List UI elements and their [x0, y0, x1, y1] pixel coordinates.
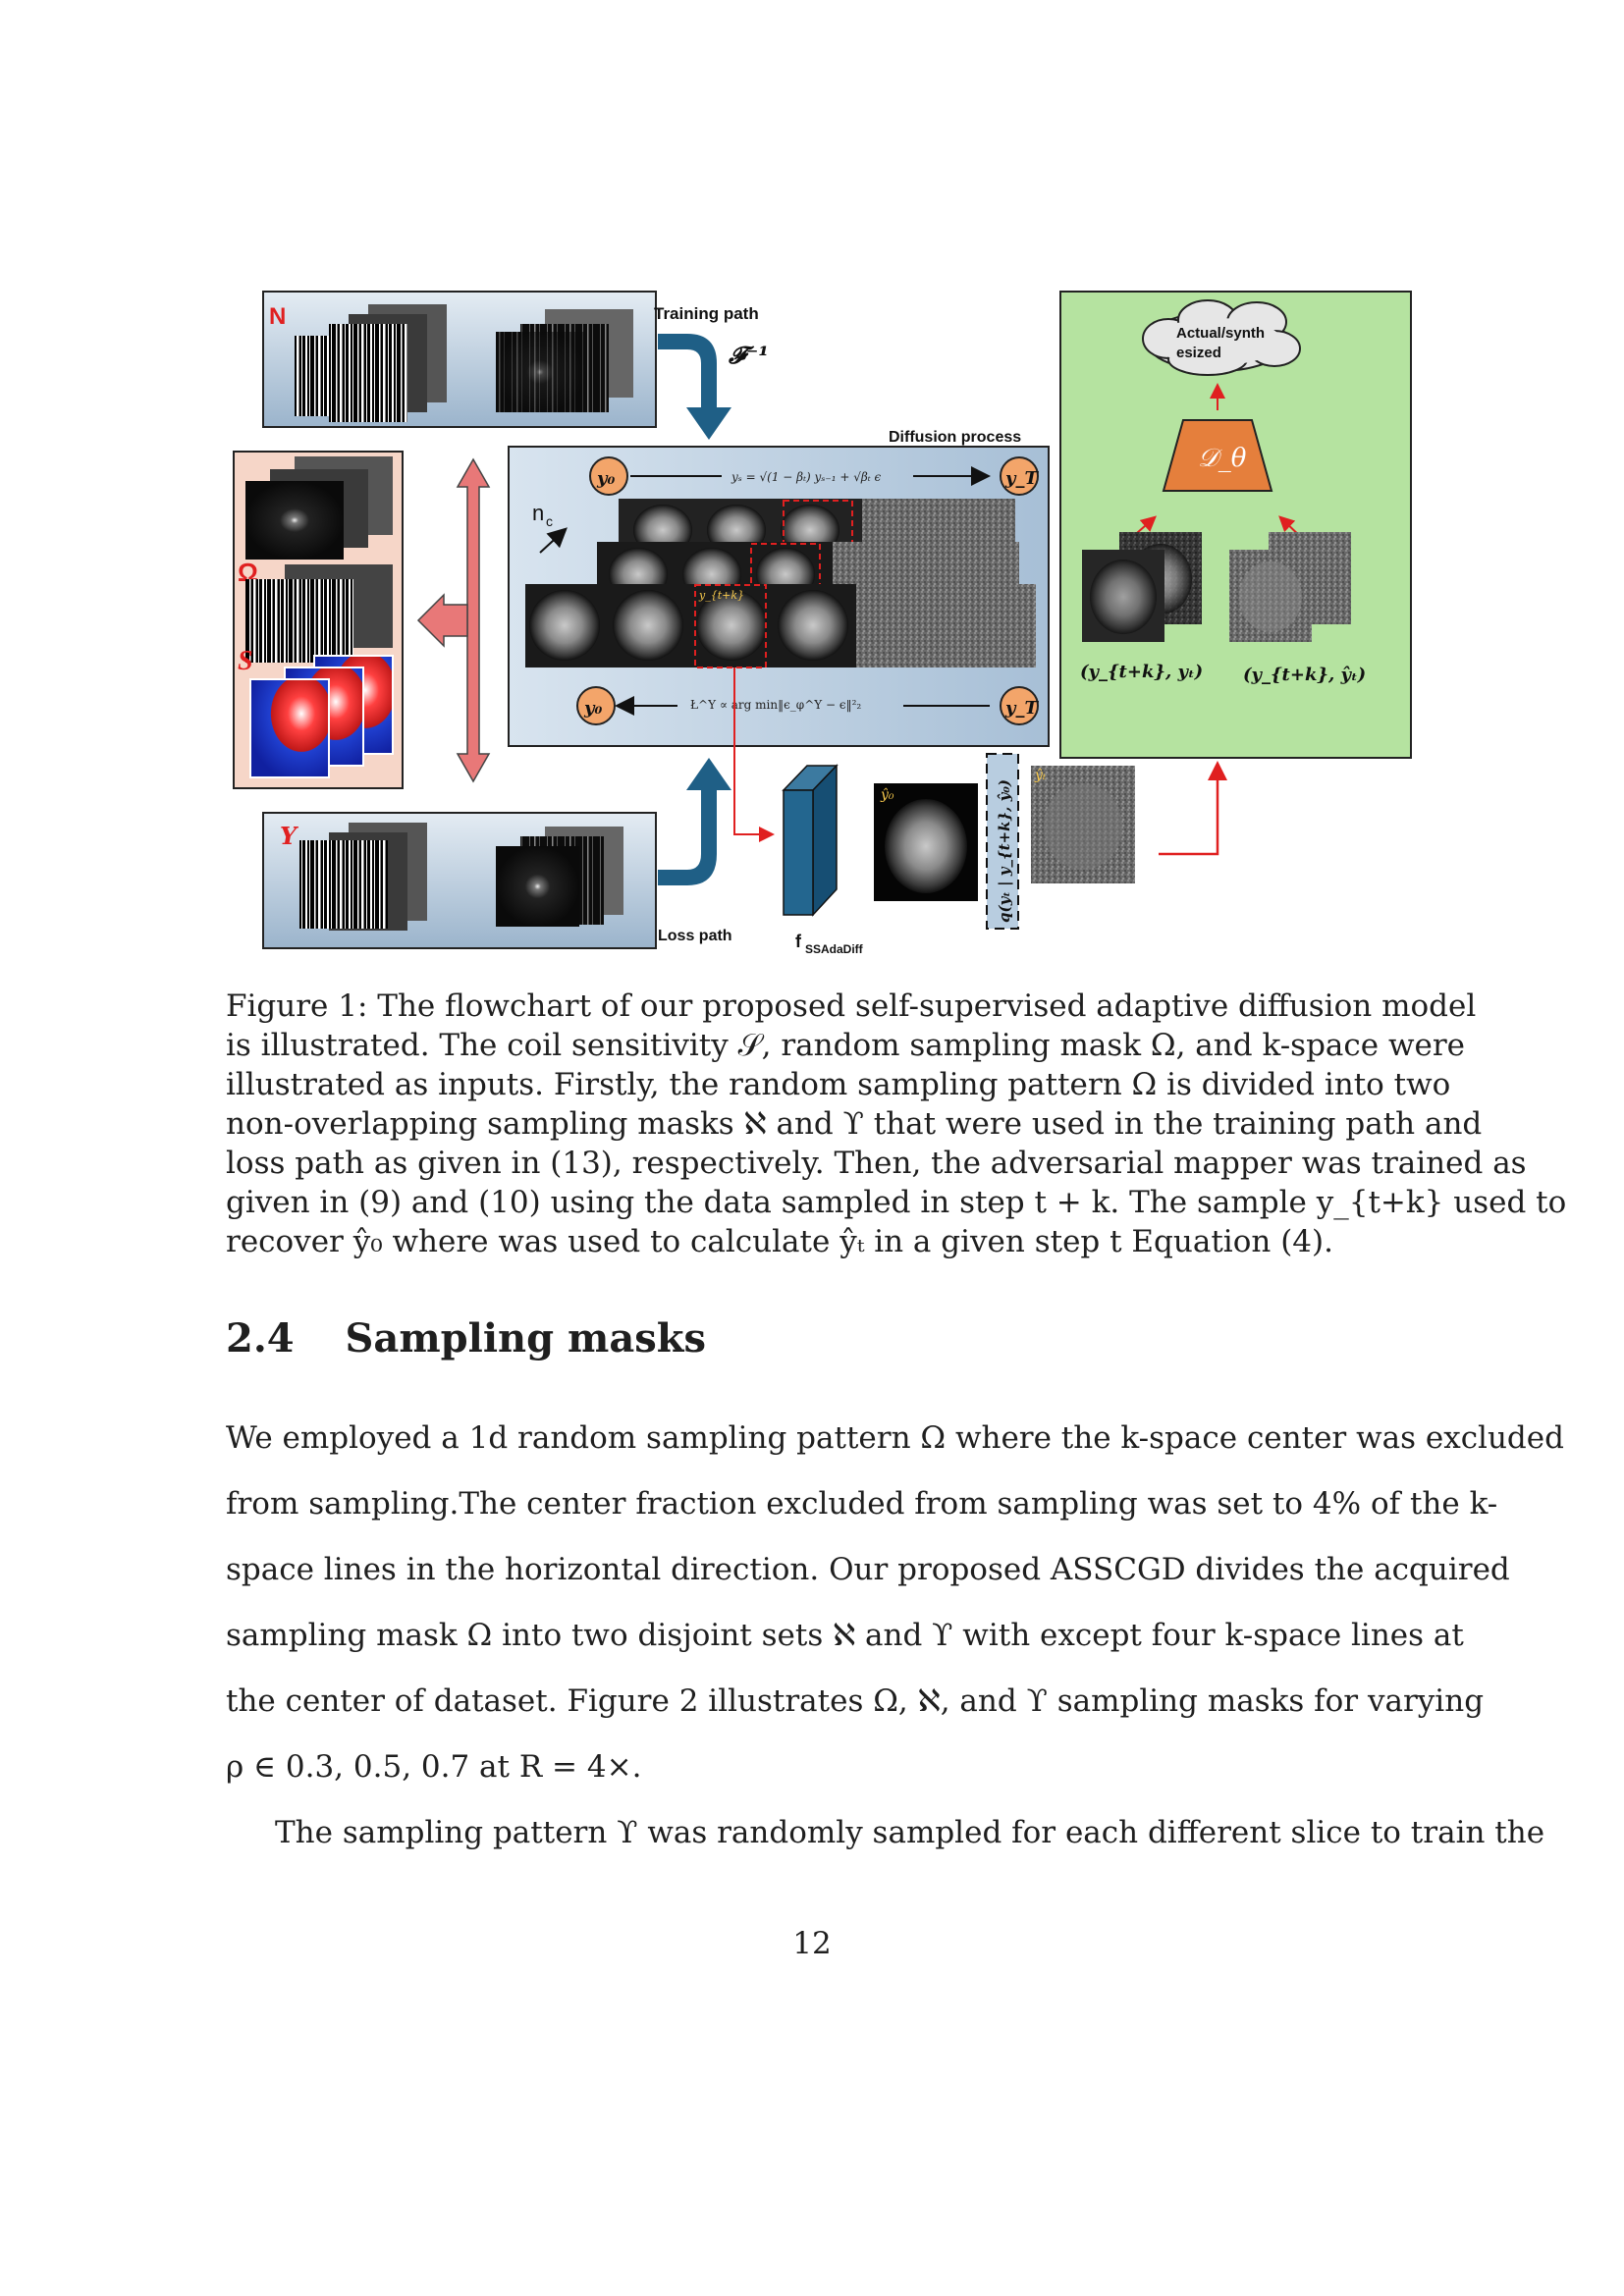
nc-sub: c: [546, 513, 553, 529]
y0-hat-tag: ŷ₀: [880, 786, 894, 803]
upsilon-mask-panel: Υ: [262, 812, 657, 949]
pair-real-label: (y_{t+k}, yₜ): [1080, 662, 1203, 682]
discriminator-label: 𝒟_θ: [1198, 444, 1247, 473]
flowchart-svg: N Training path 𝓕⁻¹ Ω S Diffusion proces…: [226, 285, 1416, 962]
omega-s-panel: Ω S: [233, 451, 404, 789]
output-cloud: Actual/synth esized: [1142, 299, 1301, 376]
nc-label: n: [532, 501, 544, 525]
yT-top: y_T: [1004, 468, 1039, 489]
caption-line: given in (9) and (10) using the data sam…: [226, 1185, 1567, 1220]
n-mask-panel: N: [262, 291, 657, 428]
body-line: sampling mask Ω into two disjoint sets ℵ…: [226, 1618, 1464, 1653]
page-number: 12: [792, 1926, 832, 1961]
upsilon-label: Υ: [280, 822, 299, 850]
caption-line: loss path as given in (13), respectively…: [226, 1146, 1527, 1181]
loss-path-arrow: [658, 758, 731, 885]
f-label: f: [795, 932, 802, 951]
s-label: S: [238, 646, 253, 676]
q-box: [986, 753, 1019, 930]
caption-line: illustrated as inputs. Firstly, the rand…: [226, 1067, 1451, 1102]
f-ssadadiff-block: f SSAdaDiff: [782, 764, 864, 956]
loss-path-label: Loss path: [658, 928, 732, 944]
red-connector: [733, 667, 775, 842]
body-line: ρ ∈ 0.3, 0.5, 0.7 at R = 4×.: [226, 1749, 642, 1785]
diffusion-panel: Diffusion process y₀ yₛ = √(1 − βₜ) yₛ₋₁…: [508, 429, 1050, 747]
yt-hat-tag: ŷₜ: [1034, 767, 1047, 783]
body-line: space lines in the horizontal direction.…: [226, 1552, 1510, 1587]
caption-line: Figure 1: The flowchart of our proposed …: [226, 988, 1477, 1024]
figure-caption: Figure 1: The flowchart of our proposed …: [226, 987, 1567, 1261]
body-line: the center of dataset. Figure 2 illustra…: [226, 1683, 1485, 1719]
body-line: from sampling.The center fraction exclud…: [226, 1486, 1498, 1522]
loss-equation: Ł^Υ ∝ arg min‖ϵ_φ^Υ − ϵ‖²₂: [690, 698, 861, 712]
caption-line: non-overlapping sampling masks ℵ and ϒ t…: [226, 1106, 1483, 1142]
y0-top: y₀: [596, 468, 615, 489]
split-arrow: [416, 457, 491, 783]
diffusion-process-label: Diffusion process: [889, 429, 1021, 446]
ytk-tag: y_{t+k}: [698, 589, 744, 602]
caption-line: recover ŷ₀ where was used to calculate ŷ…: [226, 1224, 1333, 1259]
figure-1: N Training path 𝓕⁻¹ Ω S Diffusion proces…: [226, 285, 1416, 962]
cloud-text-line1: Actual/synth: [1176, 325, 1265, 342]
body-line: We employed a 1d random sampling pattern…: [226, 1420, 1564, 1456]
brain-stack-front: y_{t+k}: [525, 584, 1036, 668]
section-heading: 2.4 Sampling masks: [226, 1315, 706, 1362]
n-label: N: [269, 303, 286, 330]
section-title: Sampling masks: [345, 1315, 706, 1362]
section-number: 2.4: [226, 1315, 295, 1362]
forward-equation: yₛ = √(1 − βₜ) yₛ₋₁ + √βₜ ϵ: [731, 470, 882, 484]
training-path-label: Training path: [654, 304, 759, 323]
y0-bottom: y₀: [583, 698, 602, 719]
caption-line: is illustrated. The coil sensitivity 𝒮, …: [226, 1028, 1466, 1063]
f-sub: SSAdaDiff: [805, 942, 864, 956]
discriminator-node: [1162, 419, 1273, 492]
inverse-fourier-label: 𝓕⁻¹: [728, 341, 769, 369]
body-text: We employed a 1d random sampling pattern…: [226, 1406, 1564, 1866]
yT-bottom: y_T: [1004, 698, 1039, 719]
training-path-arrow: [658, 334, 731, 440]
pair-fake-label: (y_{t+k}, ŷₜ): [1243, 665, 1366, 685]
body-line-indented: The sampling pattern ϒ was randomly samp…: [275, 1815, 1545, 1850]
discriminator-panel: Actual/synth esized 𝒟_θ (y_{t+k}, yₜ) (y…: [1059, 291, 1412, 759]
cloud-text-line2: esized: [1176, 345, 1221, 361]
q-label: q(yₜ | y_{t+k}, ŷ₀): [996, 779, 1013, 923]
